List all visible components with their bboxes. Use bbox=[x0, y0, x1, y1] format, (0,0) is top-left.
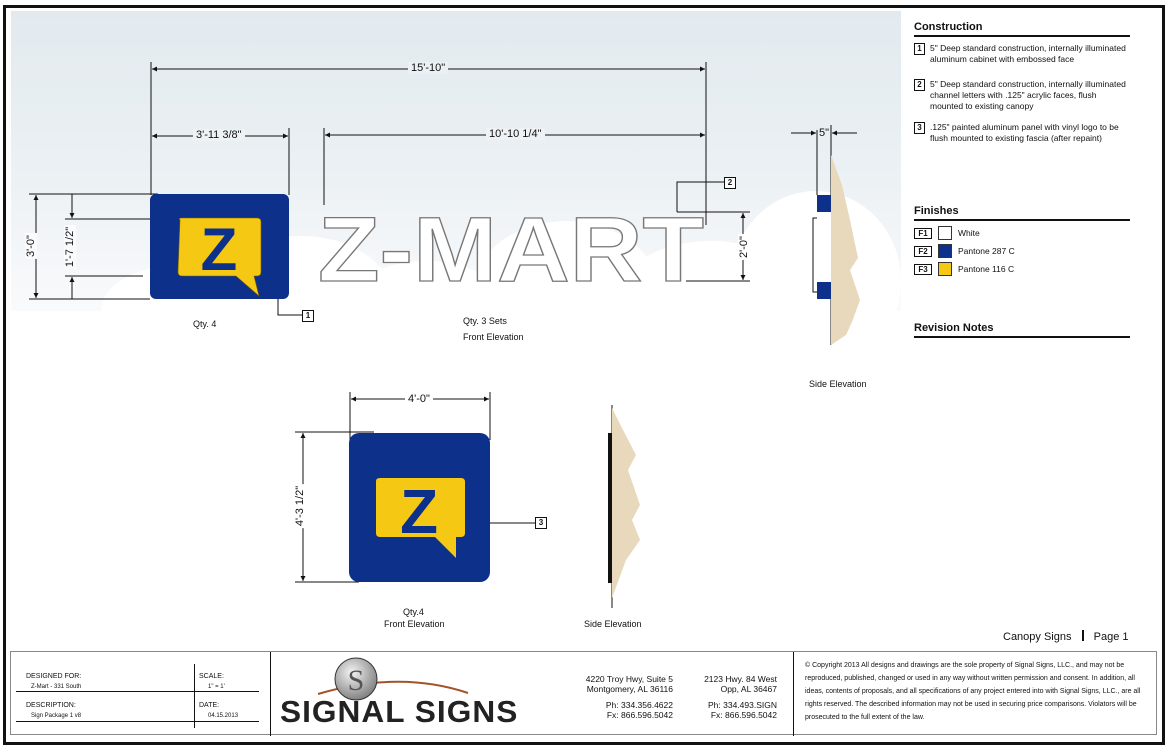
dim-side-depth: 5" bbox=[819, 127, 830, 139]
blue-swatch bbox=[938, 244, 952, 258]
dim-panel-width: 4'-0" bbox=[405, 393, 433, 405]
office-montgomery: 4220 Troy Hwy, Suite 5 Montgomery, AL 36… bbox=[585, 674, 673, 720]
title-block bbox=[10, 651, 1157, 736]
description-value: Sign Package 1 v8 bbox=[31, 713, 82, 719]
logo-letter: Z bbox=[400, 478, 438, 547]
panel-front-elevation-label: Front Elevation bbox=[384, 619, 445, 629]
dim-cabinet-width: 3'-11 3/8" bbox=[193, 129, 245, 141]
revision-notes-section: Revision Notes bbox=[914, 322, 1130, 338]
construction-item: 1 5" Deep standard construction, interna… bbox=[914, 43, 1130, 65]
dim-cabinet-height: 3'-0" bbox=[24, 233, 37, 259]
construction-item: 2 5" Deep standard construction, interna… bbox=[914, 79, 1130, 112]
copyright-notice: © Copyright 2013 All designs and drawing… bbox=[805, 662, 1141, 721]
letters-qty: Qty. 3 Sets bbox=[463, 316, 507, 326]
sky-background bbox=[11, 11, 901, 391]
finish-item: F1 White bbox=[914, 226, 1130, 240]
channel-letters: Z-MART bbox=[318, 199, 704, 301]
finish-item: F3 Pantone 116 C bbox=[914, 262, 1130, 276]
dim-letters-width: 10'-10 1/4" bbox=[486, 128, 545, 140]
page-label: Canopy Signs Page 1 bbox=[1003, 630, 1129, 643]
company-name: SIGNAL SIGNS bbox=[280, 694, 519, 729]
designed-for-label: DESIGNED FOR: bbox=[26, 673, 82, 680]
callout-tag-1: 1 bbox=[302, 310, 314, 322]
finishes-section: Finishes F1 White F2 Pantone 287 C F3 Pa… bbox=[914, 205, 1130, 276]
side-elevation-label: Side Elevation bbox=[809, 379, 867, 389]
cabinet-sign: Z bbox=[150, 194, 289, 299]
panel-qty: Qty.4 bbox=[403, 607, 424, 617]
scale-value: 1" = 1' bbox=[208, 684, 225, 690]
panel-side-elevation-label: Side Elevation bbox=[584, 619, 642, 629]
dim-overall-width: 15'-10" bbox=[408, 62, 449, 74]
page-number: Page 1 bbox=[1093, 631, 1129, 643]
date-value: 04.15.2013 bbox=[208, 713, 239, 719]
scale-label: SCALE: bbox=[199, 673, 224, 680]
yellow-swatch bbox=[938, 262, 952, 276]
white-swatch bbox=[938, 226, 952, 240]
finish-item: F2 Pantone 287 C bbox=[914, 244, 1130, 258]
construction-title: Construction bbox=[914, 21, 1130, 37]
office-opp: 2123 Hwy. 84 West Opp, AL 36467 Ph: 334.… bbox=[704, 674, 777, 720]
designed-for-value: Z-Mart - 331 South bbox=[31, 684, 82, 690]
front-elevation-label: Front Elevation bbox=[463, 332, 524, 342]
description-label: DESCRIPTION: bbox=[26, 702, 76, 709]
finishes-title: Finishes bbox=[914, 205, 1130, 221]
dim-letters-height: 2'-0" bbox=[737, 234, 750, 260]
fascia-panel: Z bbox=[349, 433, 490, 582]
construction-section: Construction 1 5" Deep standard construc… bbox=[914, 21, 1130, 144]
dim-panel-height: 4'-3 1/2" bbox=[294, 483, 307, 529]
callout-tag-2: 2 bbox=[724, 177, 736, 189]
logo-letter: Z bbox=[201, 216, 238, 283]
construction-item: 3 .125" painted aluminum panel with viny… bbox=[914, 122, 1130, 144]
dim-logo-height: 1'-7 1/2" bbox=[64, 224, 77, 270]
revision-notes-title: Revision Notes bbox=[914, 322, 1130, 338]
section-name: Canopy Signs bbox=[1003, 631, 1072, 643]
cabinet-qty: Qty. 4 bbox=[193, 319, 217, 329]
callout-tag-3: 3 bbox=[535, 517, 547, 529]
date-label: DATE: bbox=[199, 702, 220, 709]
